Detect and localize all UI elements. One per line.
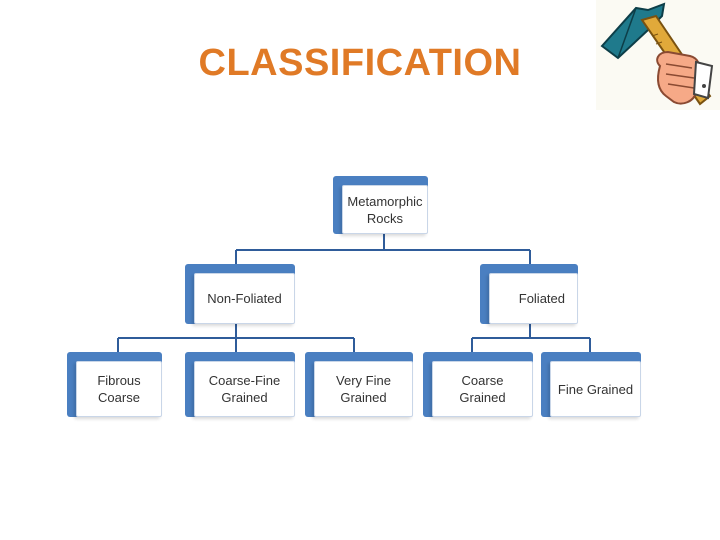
- node-label: Coarse-Fine Grained: [194, 361, 295, 417]
- node-metamorphic-rocks: Metamorphic Rocks: [333, 176, 428, 234]
- node-label: Fibrous Coarse: [76, 361, 162, 417]
- node-coarse-grained: Coarse Grained: [423, 352, 533, 417]
- node-foliated: Foliated: [480, 264, 578, 324]
- node-label: Fine Grained: [550, 361, 641, 417]
- hammer-in-hand-icon: [596, 0, 720, 110]
- node-non-foliated: Non-Foliated: [185, 264, 295, 324]
- node-fine-grained: Fine Grained: [541, 352, 641, 417]
- node-label: Metamorphic Rocks: [342, 185, 428, 234]
- node-fibrous-coarse: Fibrous Coarse: [67, 352, 162, 417]
- page-title: CLASSIFICATION: [198, 42, 522, 84]
- node-label: Coarse Grained: [432, 361, 533, 417]
- node-label: Non-Foliated: [194, 273, 295, 324]
- node-very-fine-grained: Very Fine Grained: [305, 352, 413, 417]
- node-label: Foliated: [489, 273, 578, 324]
- node-label: Very Fine Grained: [314, 361, 413, 417]
- node-coarse-fine-grained: Coarse-Fine Grained: [185, 352, 295, 417]
